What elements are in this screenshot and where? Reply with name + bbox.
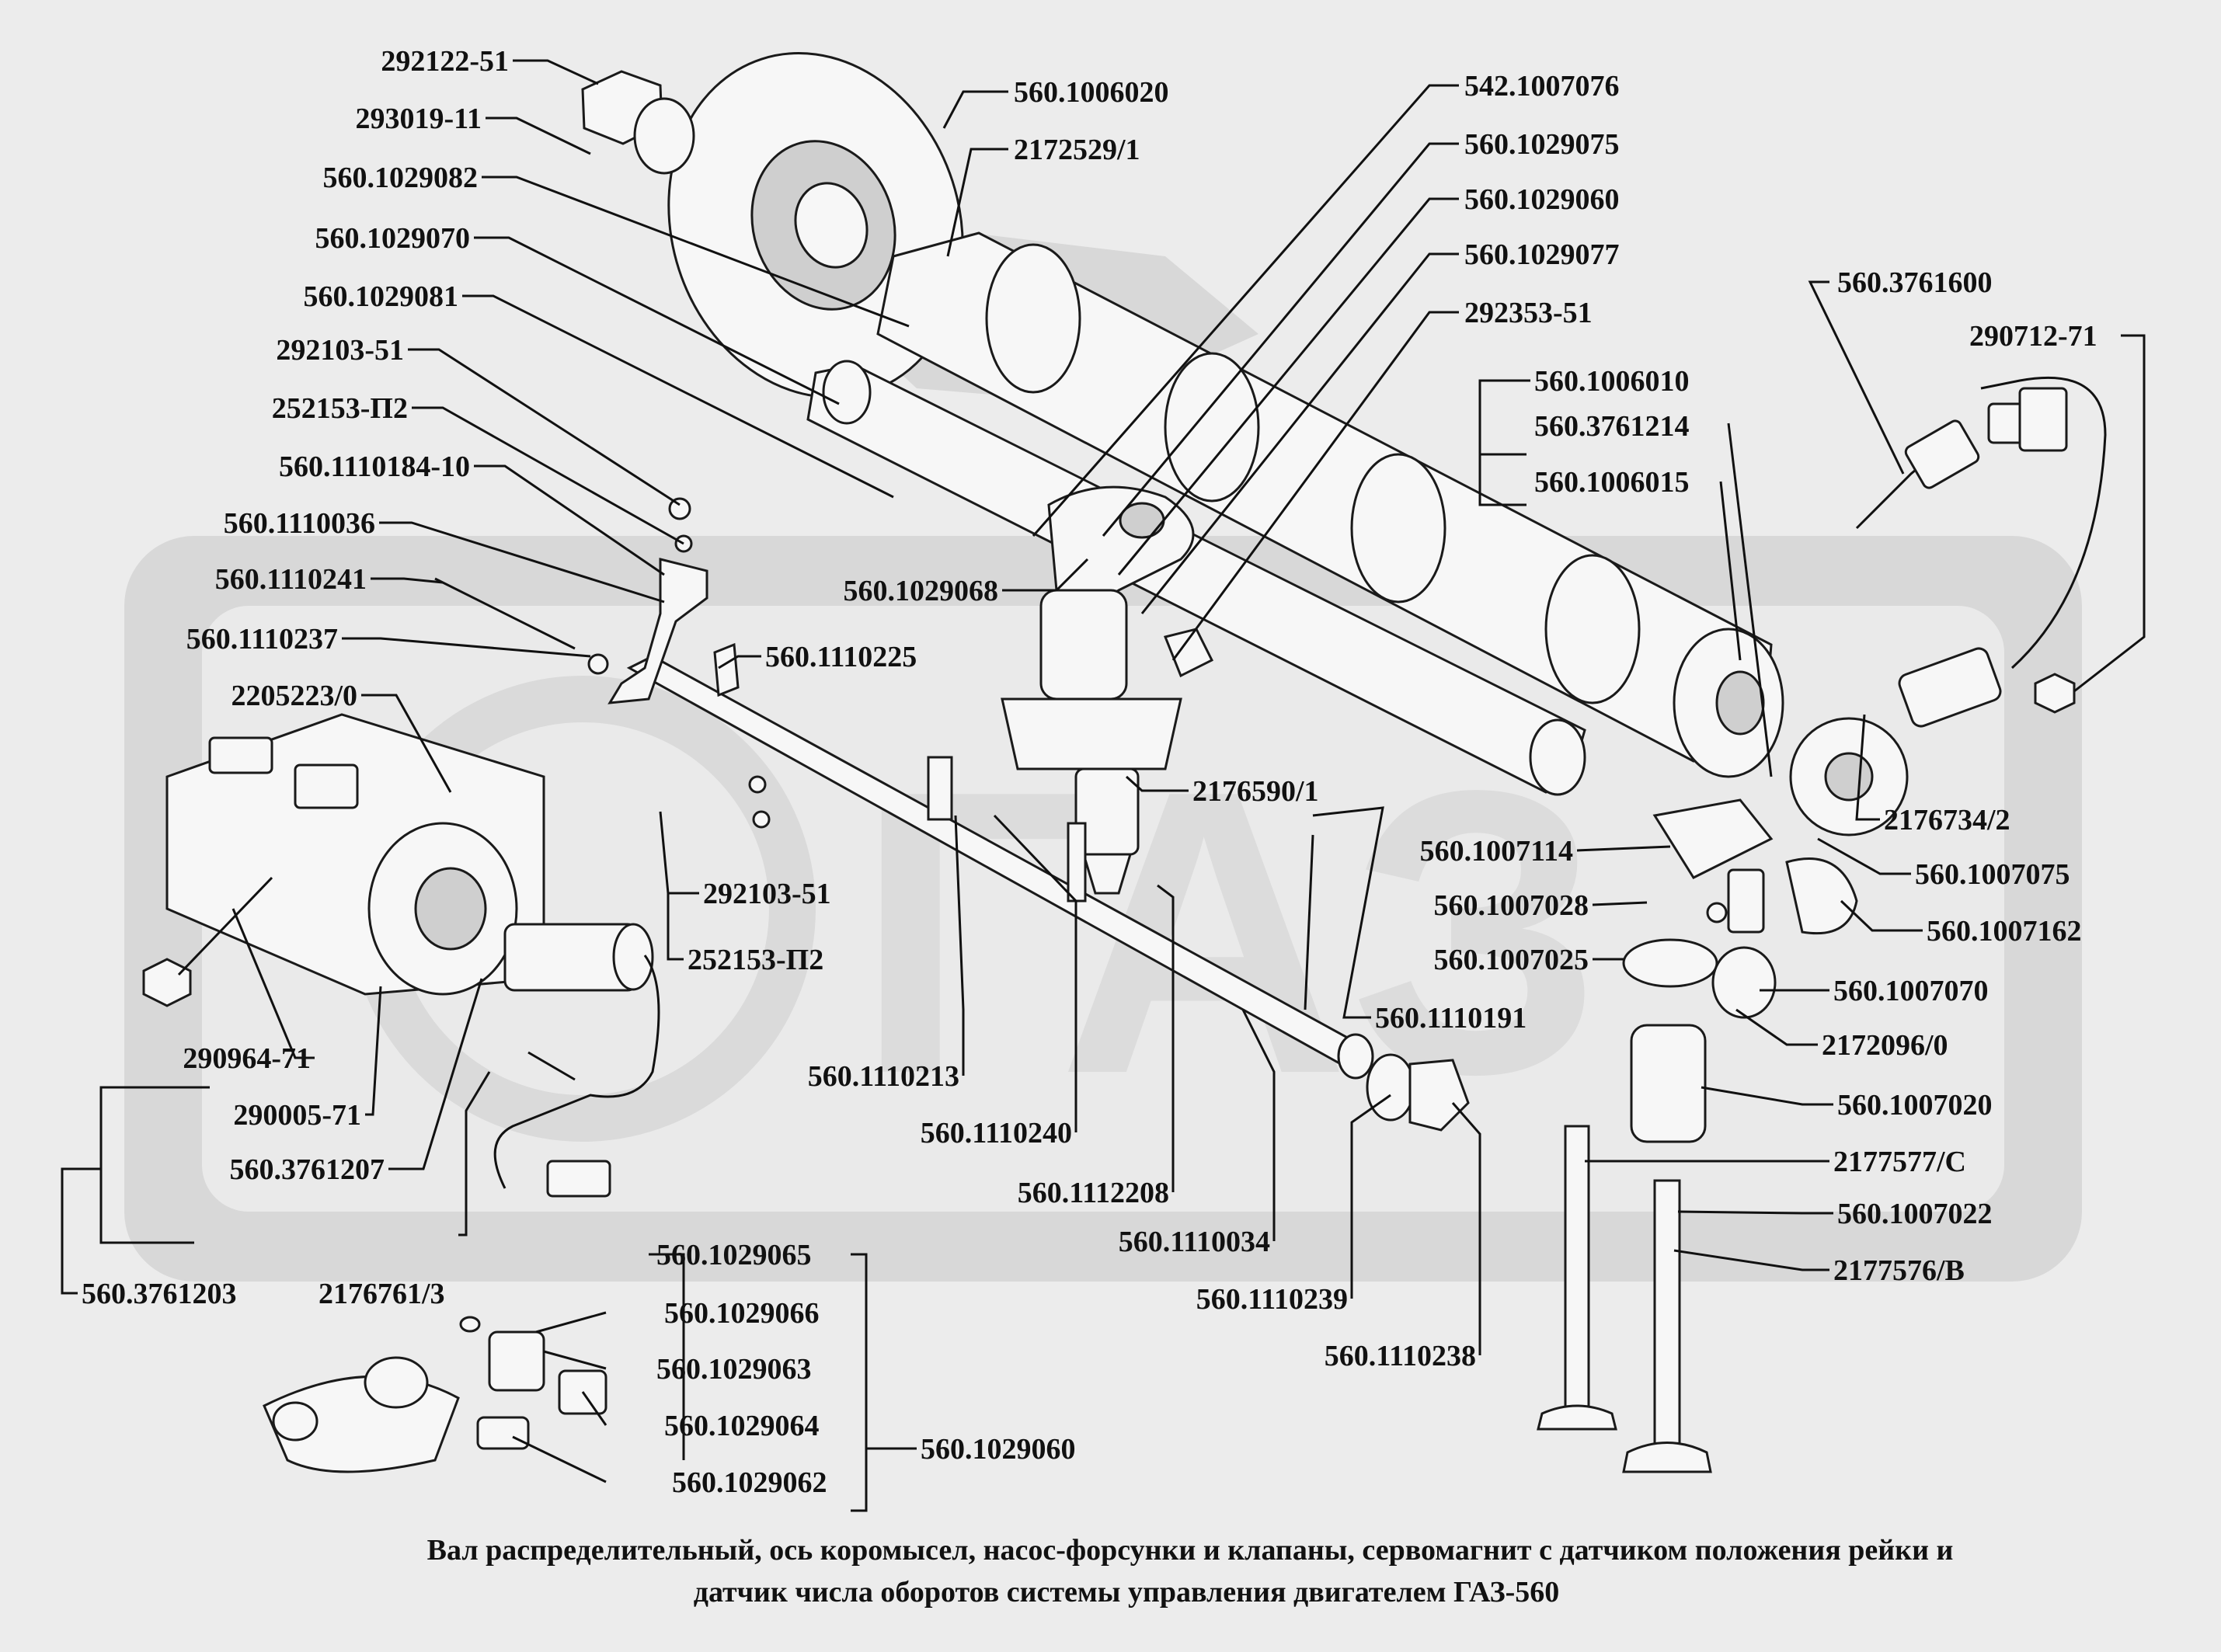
label-560.1006020: 560.1006020 xyxy=(1014,76,1169,109)
label-560.3761214: 560.3761214 xyxy=(1534,410,1690,443)
label-560.1007162: 560.1007162 xyxy=(1927,915,2082,948)
label-542.1007076: 542.1007076 xyxy=(1464,70,1620,103)
label-560.1029082: 560.1029082 xyxy=(323,162,479,194)
label-560.1007070: 560.1007070 xyxy=(1833,975,1989,1007)
label-2176590-1: 2176590/1 xyxy=(1192,775,1319,808)
label-560.3761207: 560.3761207 xyxy=(230,1153,385,1186)
rack-position-sensor xyxy=(493,923,660,1198)
plug-screw xyxy=(1366,1053,1470,1132)
label-560.1110034: 560.1110034 xyxy=(1119,1226,1270,1258)
label-560.1029063: 560.1029063 xyxy=(656,1353,812,1386)
label-252153-P2-mid: 252153-П2 xyxy=(688,944,823,976)
gear-nut xyxy=(581,70,695,175)
caption-line-2: датчик числа оборотов системы управления… xyxy=(694,1576,1560,1609)
label-560.1029065: 560.1029065 xyxy=(656,1239,812,1271)
valve-spring xyxy=(1622,798,1858,1143)
label-560.1029064: 560.1029064 xyxy=(664,1410,820,1442)
label-292103-51-mid: 292103-51 xyxy=(703,878,831,910)
label-2172529-1: 2172529/1 xyxy=(1014,134,1140,166)
pump-injector xyxy=(1001,589,1182,895)
label-290712-71: 290712-71 xyxy=(1969,320,2097,353)
label-560.1029062: 560.1029062 xyxy=(672,1466,827,1499)
label-560.1007028: 560.1007028 xyxy=(1434,889,1589,922)
valve-intake xyxy=(1537,1125,1617,1431)
small-fasteners xyxy=(587,497,1314,1010)
camshaft xyxy=(876,231,1784,778)
label-2177577-S: 2177577/С xyxy=(1833,1146,1966,1178)
label-560.1007075: 560.1007075 xyxy=(1915,858,2070,891)
leader-lines xyxy=(61,59,2146,1512)
label-560.1029081: 560.1029081 xyxy=(304,280,459,313)
label-560.1110237: 560.1110237 xyxy=(186,623,338,656)
label-560.1110191: 560.1110191 xyxy=(1375,1002,1527,1035)
label-292122-51: 292122-51 xyxy=(381,45,509,78)
label-560.1007114: 560.1007114 xyxy=(1420,835,1573,868)
label-560.3761203: 560.3761203 xyxy=(82,1278,237,1310)
label-560.1029077: 560.1029077 xyxy=(1464,238,1620,271)
cam-sensor xyxy=(1855,387,2068,530)
label-292353-51: 292353-51 xyxy=(1464,297,1593,329)
label-560.1029068: 560.1029068 xyxy=(844,575,999,607)
label-2205223-0: 2205223/0 xyxy=(231,680,357,712)
label-560.3761600: 560.3761600 xyxy=(1837,266,1993,299)
label-560.1112208: 560.1112208 xyxy=(1018,1177,1169,1209)
caption: Вал распределительный, ось коромысел, на… xyxy=(427,1534,1954,1609)
label-560.1110213: 560.1110213 xyxy=(808,1060,959,1093)
label-560.1029060-top: 560.1029060 xyxy=(1464,183,1620,216)
label-560.1110225: 560.1110225 xyxy=(765,641,917,673)
label-290005-71: 290005-71 xyxy=(233,1099,361,1132)
label-252153-P2-top: 252153-П2 xyxy=(272,392,408,425)
label-2177576-V: 2177576/В xyxy=(1833,1254,1965,1287)
label-560.1110184-10: 560.1110184-10 xyxy=(279,450,470,483)
label-560.1029070: 560.1029070 xyxy=(315,222,471,255)
label-560.1110036: 560.1110036 xyxy=(224,507,375,540)
bolts xyxy=(142,577,576,1081)
label-292103-51-top: 292103-51 xyxy=(276,334,404,367)
valve-exhaust xyxy=(1622,1179,1712,1473)
label-560.1007025: 560.1007025 xyxy=(1434,944,1589,976)
label-560.1029066: 560.1029066 xyxy=(664,1297,820,1330)
caption-line-1: Вал распределительный, ось коромысел, на… xyxy=(427,1534,1954,1567)
servo-magnet xyxy=(165,713,545,996)
label-560.1110240: 560.1110240 xyxy=(921,1117,1072,1149)
label-293019-11: 293019-11 xyxy=(355,103,482,135)
label-2172096-0: 2172096/0 xyxy=(1822,1029,1948,1062)
label-560.1029075: 560.1029075 xyxy=(1464,128,1620,161)
label-560.1110239: 560.1110239 xyxy=(1196,1283,1348,1316)
part-labels: 292122-51 293019-11 560.1029082 560.1029… xyxy=(82,45,2097,1499)
rocker-arm xyxy=(1047,485,1195,603)
label-560.1110241: 560.1110241 xyxy=(215,563,367,596)
svg-text:ГАЗ: ГАЗ xyxy=(855,707,1603,1158)
rocker-arm-detail xyxy=(263,1316,607,1473)
label-2176761-3: 2176761/3 xyxy=(319,1278,445,1310)
label-560.1029060-bottom: 560.1029060 xyxy=(921,1433,1076,1466)
control-rack xyxy=(626,655,1374,1080)
label-290964-71: 290964-71 xyxy=(183,1042,311,1075)
rocker-shaft xyxy=(806,360,1586,796)
label-560.1110238: 560.1110238 xyxy=(1325,1340,1476,1372)
label-560.1007020: 560.1007020 xyxy=(1837,1089,1993,1122)
label-560.1006010: 560.1006010 xyxy=(1534,365,1690,398)
bracket xyxy=(607,558,708,704)
label-560.1006015: 560.1006015 xyxy=(1534,466,1690,499)
label-2176734-2: 2176734/2 xyxy=(1884,804,2010,836)
label-560.1007022: 560.1007022 xyxy=(1837,1198,1993,1230)
